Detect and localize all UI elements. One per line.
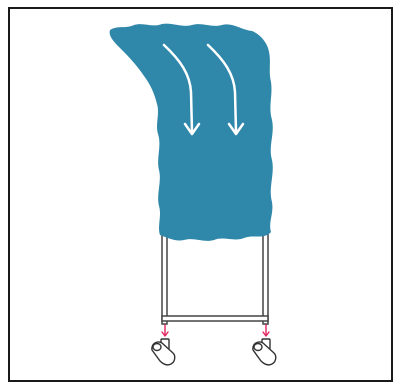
swivel-foot-icon [151,338,176,366]
curved-down-arrow-icon [162,43,201,136]
swivel-foot-icon [252,338,277,366]
right-foot [252,338,277,366]
right-upright [262,229,269,325]
foot-arrows [161,324,270,337]
curved-down-arrow-icon [206,43,245,136]
small-down-arrow-icon [262,324,270,337]
flow-arrows [162,43,245,136]
left-foot [151,338,176,366]
left-upright [161,229,168,325]
bottom-crossbar [161,315,269,322]
stand-frame [161,229,269,325]
small-down-arrow-icon [161,324,169,337]
